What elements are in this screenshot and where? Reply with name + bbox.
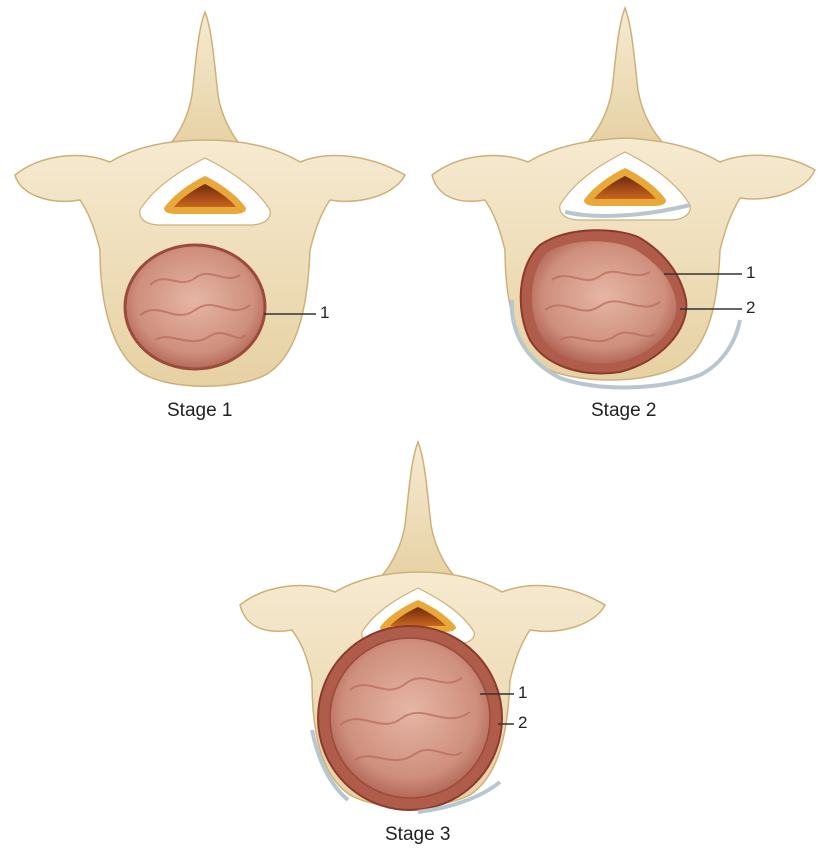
stage-2-callout-1: 1 [746, 263, 755, 283]
stage-2-label: Stage 2 [591, 400, 657, 422]
stage-1-label: Stage 1 [167, 400, 233, 422]
stage-2-vertebra [432, 8, 815, 387]
stage-3-vertebra [240, 442, 605, 812]
stage-3-label: Stage 3 [385, 824, 451, 846]
stage-3-callout-2: 2 [518, 713, 527, 733]
stage-1-callout-1: 1 [320, 303, 329, 323]
stage-3-callout-1: 1 [518, 683, 527, 703]
stage-1-vertebra [15, 12, 405, 386]
stage-2-callout-2: 2 [746, 298, 755, 318]
